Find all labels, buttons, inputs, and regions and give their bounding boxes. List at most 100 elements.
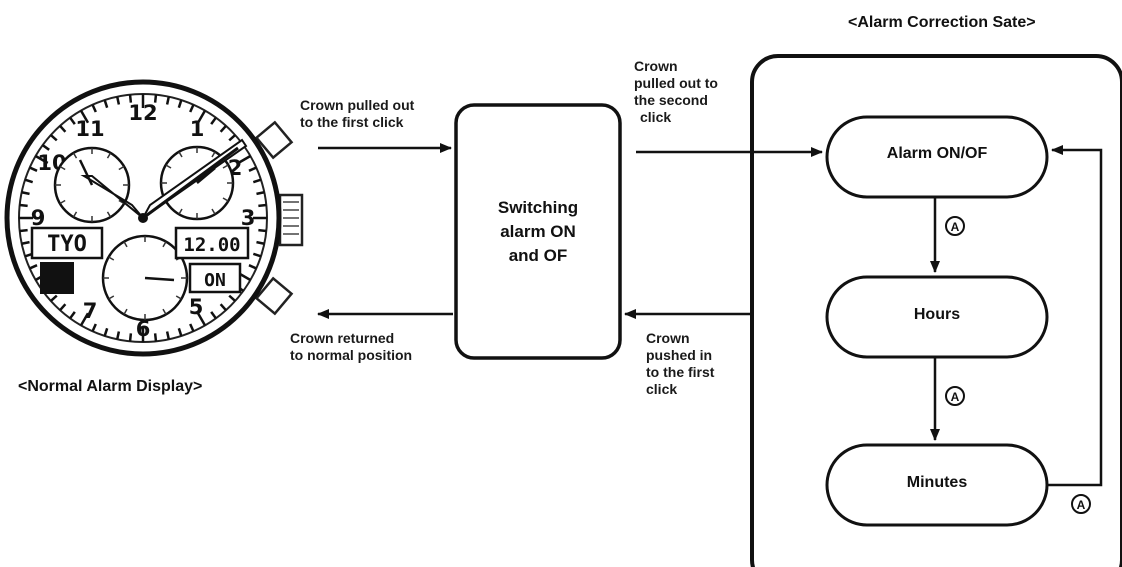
subdial-tick <box>59 199 66 205</box>
subdial-tick <box>222 164 229 169</box>
dial-tick <box>59 303 67 311</box>
dial-tick <box>103 327 109 337</box>
dial-tick <box>256 240 265 246</box>
dial-tick <box>153 94 158 103</box>
dial-tick <box>228 134 236 142</box>
dial-tick <box>177 99 183 109</box>
dial-tick <box>258 228 267 233</box>
alarm-on-off-label: Alarm ON/OF <box>886 145 988 162</box>
dial-tick <box>50 294 58 302</box>
dial-tick <box>19 228 28 233</box>
dial-tick <box>21 190 30 196</box>
dial-tick <box>210 116 217 125</box>
subdial-tick <box>175 295 182 300</box>
normal-alarm-display-title: <Normal Alarm Display> <box>18 378 203 395</box>
numeral-5: 5 <box>189 295 204 319</box>
state-alarm-on-off <box>825 115 1049 199</box>
dial-tick <box>21 240 30 246</box>
dial-tick <box>252 252 262 258</box>
subdial-tick <box>211 208 216 215</box>
subdial-tick <box>72 211 78 218</box>
dial-tick <box>210 311 217 320</box>
dial-tick <box>128 94 133 103</box>
dial-tick <box>248 166 257 172</box>
numeral-3: 3 <box>241 206 256 230</box>
dial-tick <box>103 99 109 109</box>
subdial-tick <box>108 295 115 300</box>
subdial-tick <box>178 151 183 158</box>
dial-tick <box>41 144 50 151</box>
dial-tick <box>196 109 207 124</box>
dial-tick <box>219 303 227 311</box>
subdial-tick <box>211 151 216 158</box>
dial-tick <box>79 312 90 327</box>
time-display <box>174 226 250 260</box>
numeral-6: 6 <box>136 317 151 341</box>
subdial-tick <box>106 152 112 159</box>
dial-tick <box>258 203 267 208</box>
dial-tick <box>24 178 34 184</box>
numeral-1: 1 <box>190 117 205 141</box>
dial-tick <box>29 166 38 172</box>
subdial-tick <box>123 241 128 248</box>
state-hours <box>825 275 1049 359</box>
subdial-tick <box>165 164 172 169</box>
dial-tick <box>91 323 97 332</box>
dial-tick <box>256 190 265 196</box>
dial-tick <box>237 154 252 165</box>
label-crown-pushed-first-click: Crown pushed in to the first click <box>646 330 715 397</box>
dial-tick <box>19 203 28 208</box>
svg-text:TYO: TYO <box>47 232 87 257</box>
subdial-tick <box>108 256 115 261</box>
dial-tick <box>69 311 76 320</box>
numeral-9: 9 <box>31 206 46 230</box>
subdial-tick <box>222 197 229 202</box>
dial-tick <box>189 104 195 113</box>
hours-label: Hours <box>913 306 961 323</box>
dial-tick <box>50 134 58 142</box>
dial-tick <box>196 312 207 327</box>
button-a-marker-3: A <box>1071 494 1091 514</box>
label-crown-pulled-first-click: Crown pulled out to the first click <box>300 97 415 130</box>
subdial-tick <box>106 211 112 218</box>
dial-tick <box>115 331 121 340</box>
dial-tick <box>228 294 236 302</box>
svg-text:A: A <box>1077 498 1086 512</box>
dial-tick <box>128 333 133 342</box>
alarm-correction-state-title: <Alarm Correction Sate> <box>848 14 1036 31</box>
dial-tick <box>59 125 67 133</box>
svg-text:A: A <box>951 390 960 404</box>
dial-tick <box>153 333 158 342</box>
label-crown-pulled-second-click: Crown pulled out to the second click <box>634 58 718 125</box>
subdial-tick <box>178 208 183 215</box>
subdial-tick <box>162 241 167 248</box>
subdial-tick <box>72 152 78 159</box>
button-a-marker-1: A <box>945 216 965 236</box>
city-display <box>30 226 104 260</box>
numeral-12: 12 <box>128 101 157 125</box>
dial-tick <box>177 327 183 337</box>
minutes-label: Minutes <box>906 474 968 491</box>
switching-box-label: Switching alarm ON and OF <box>497 198 579 265</box>
button-a-marker-2: A <box>945 386 965 406</box>
dial-tick <box>91 104 97 113</box>
arrow-loop-to-alarm-on-off <box>1047 145 1103 487</box>
dial-tick <box>219 125 227 133</box>
subdial-tick <box>118 199 125 205</box>
dial-tick <box>165 331 171 340</box>
switching-box <box>454 103 622 360</box>
status-display <box>188 262 242 294</box>
dial-tick <box>165 96 171 105</box>
subdial-tick <box>118 165 125 171</box>
watch-icon: 12 1 2 3 5 6 7 9 10 11 TYO 12.00 ON <box>4 79 304 357</box>
svg-text:ON: ON <box>204 270 226 291</box>
numeral-11: 11 <box>75 117 104 141</box>
subdial-tick <box>59 165 66 171</box>
dial-tick <box>29 264 38 270</box>
numeral-7: 7 <box>83 299 98 323</box>
dial-tick <box>34 154 49 165</box>
subdial-tick <box>123 308 128 315</box>
dial-tick <box>79 109 90 124</box>
svg-text:A: A <box>951 220 960 234</box>
